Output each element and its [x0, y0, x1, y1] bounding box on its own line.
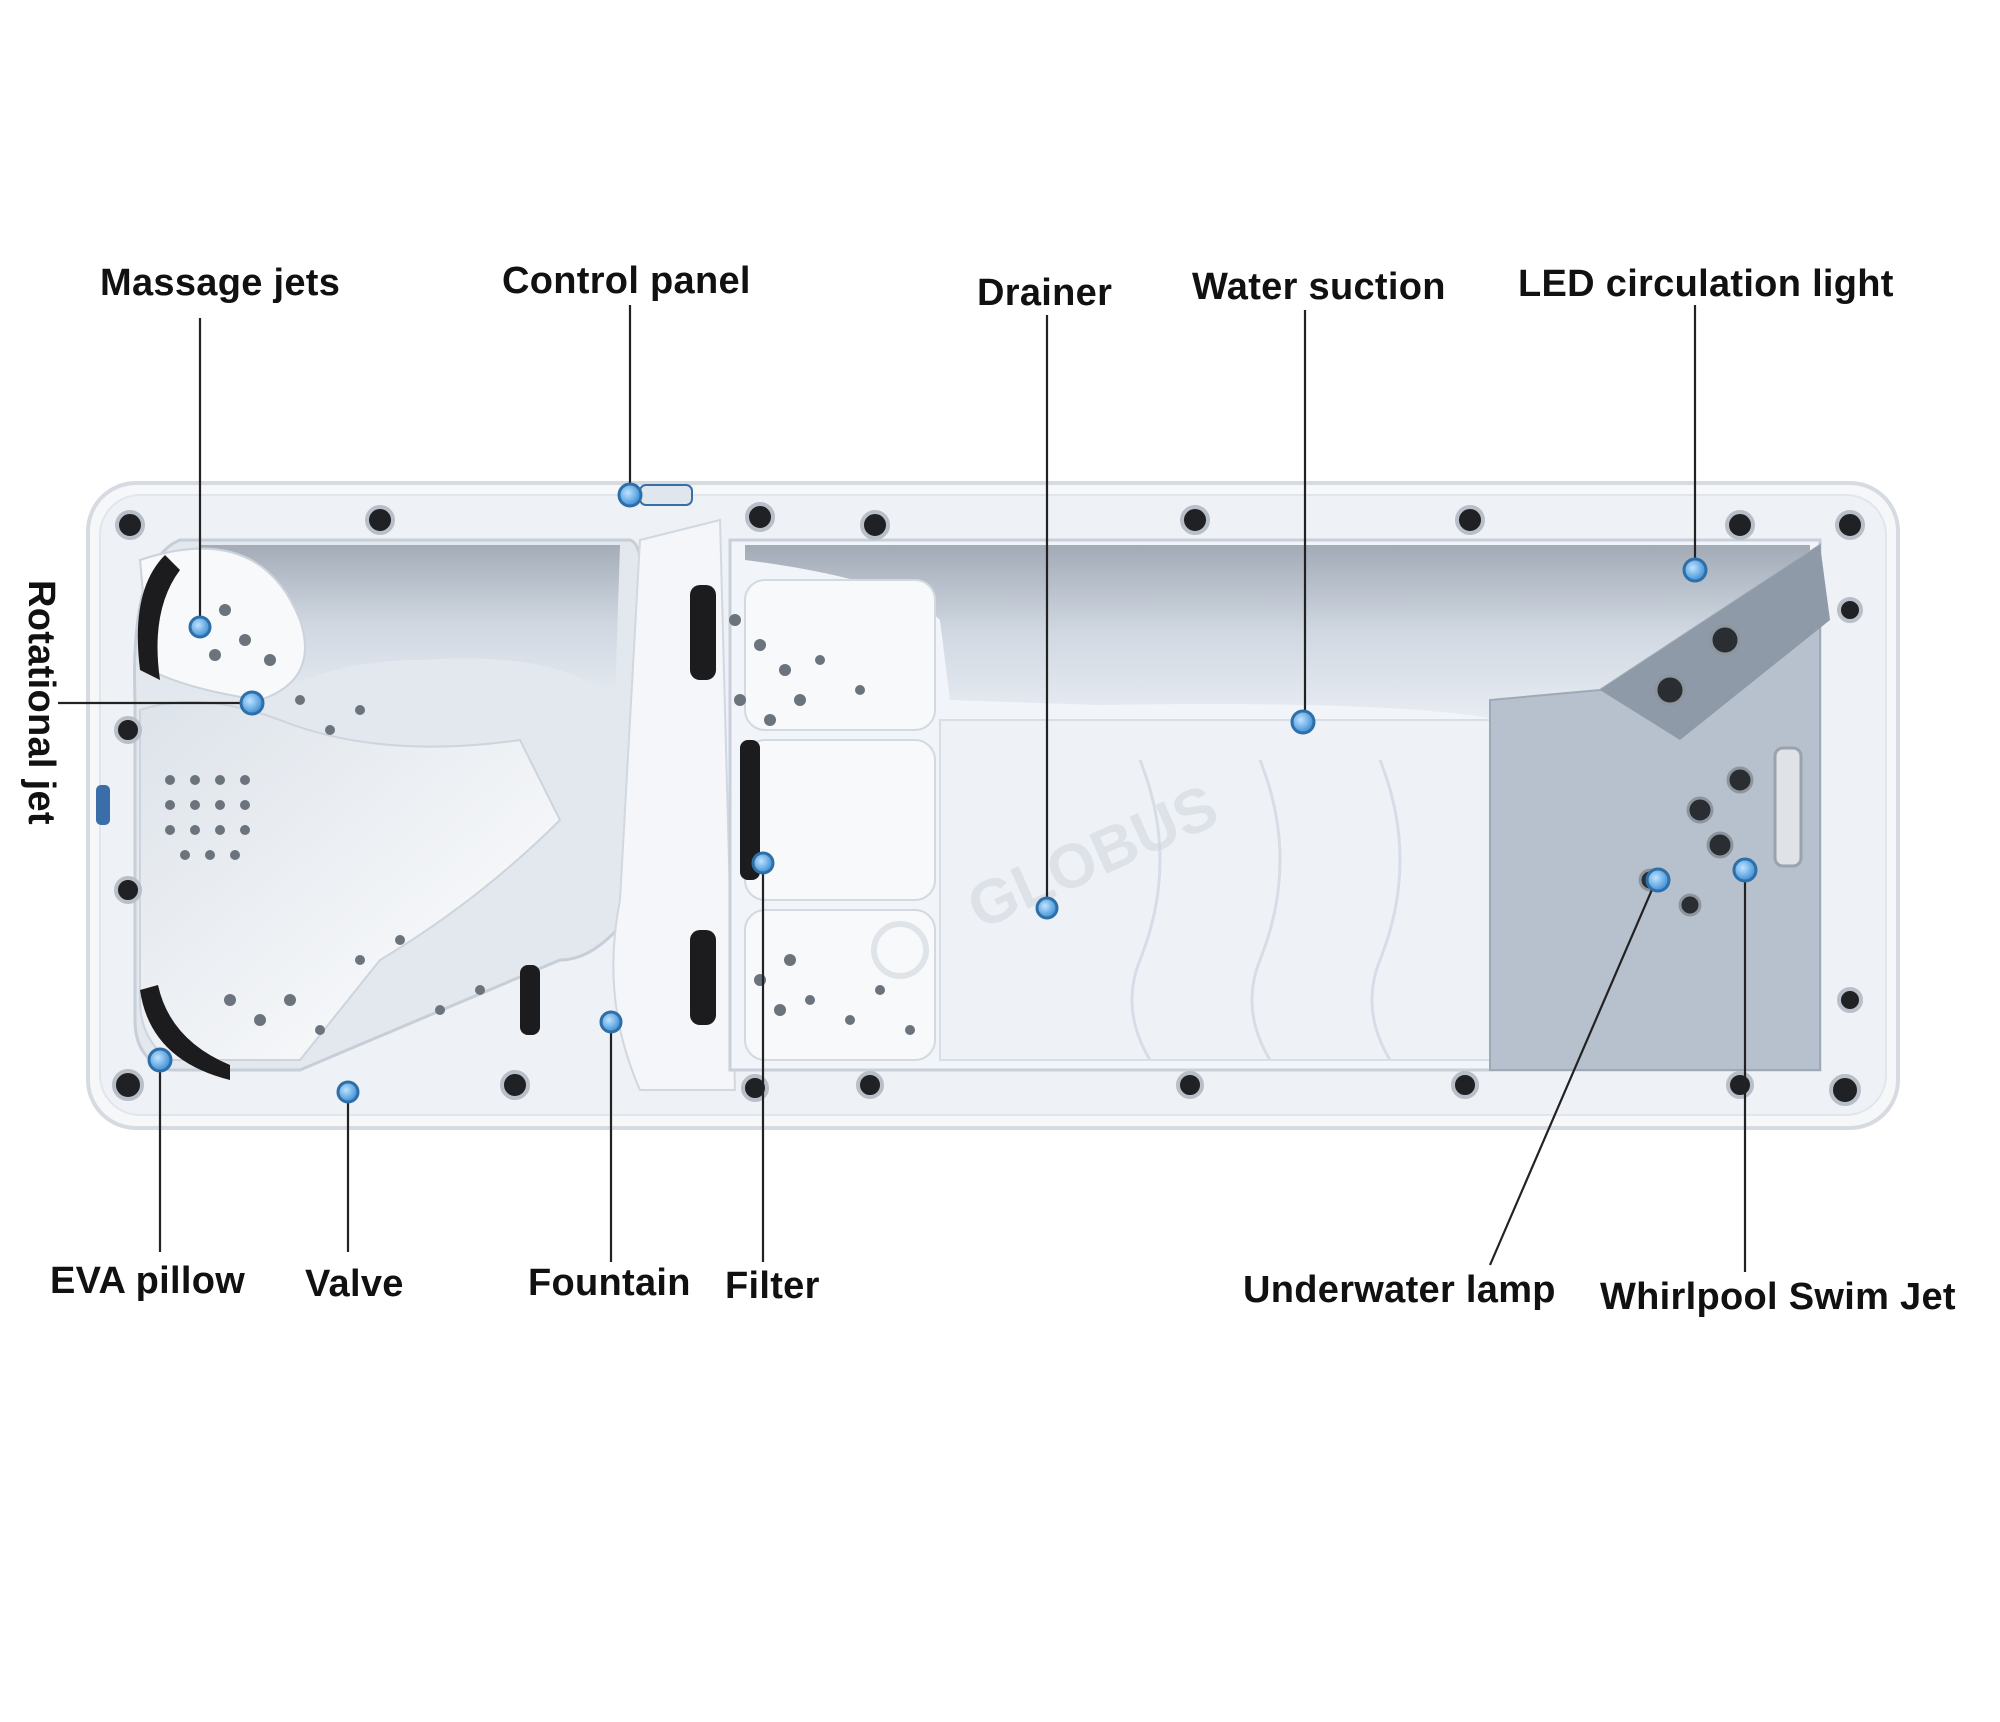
- swim-lane-wave1: [1130, 759, 1162, 1061]
- seat-step-2: [744, 739, 936, 901]
- label-water-suction: Water suction: [1192, 266, 1446, 308]
- label-whirlpool: Whirlpool Swim Jet: [1600, 1276, 1956, 1318]
- leader-lines: [58, 305, 1747, 1272]
- eva-pillow-top: [137, 555, 180, 680]
- seat-step-3: [744, 909, 936, 1061]
- label-fountain: Fountain: [528, 1262, 691, 1304]
- label-control-panel: Control panel: [502, 260, 751, 302]
- eva-pillow-lane-1: [690, 585, 716, 680]
- marker-eva-pillow: [147, 1047, 173, 1073]
- swim-jets: [1638, 624, 1754, 917]
- swim-lane-wave2: [1250, 759, 1282, 1061]
- marker-drainer: [1035, 896, 1059, 920]
- cup-holders: [112, 502, 1865, 1106]
- marker-filter: [751, 851, 775, 875]
- label-underwater-lamp: Underwater lamp: [1243, 1269, 1556, 1311]
- swim-lane-wave3: [1370, 759, 1402, 1061]
- eva-pillow-bottom: [140, 985, 230, 1080]
- marker-underwater-lamp: [1645, 867, 1671, 893]
- marker-whirlpool: [1732, 857, 1758, 883]
- callout-markers: [147, 482, 1758, 1104]
- label-filter: Filter: [725, 1265, 820, 1307]
- label-eva-pillow: EVA pillow: [50, 1260, 246, 1302]
- swim-lane-backwall: [745, 545, 1810, 720]
- control-panel-strip: [639, 484, 693, 506]
- label-valve: Valve: [305, 1263, 404, 1305]
- left-lounger: [138, 547, 306, 702]
- grab-rail: [1773, 746, 1803, 868]
- label-massage-jets: Massage jets: [100, 262, 341, 304]
- label-led-light: LED circulation light: [1518, 263, 1894, 305]
- marker-water-suction: [1290, 709, 1316, 735]
- marker-led: [1682, 557, 1708, 583]
- side-panel-left: [96, 785, 110, 825]
- marker-control-panel: [617, 482, 643, 508]
- marker-massage-jets: [188, 615, 212, 639]
- watermark-logo: [871, 921, 929, 979]
- leader-underwater-lamp: [1488, 877, 1659, 1266]
- marker-valve: [336, 1080, 360, 1104]
- seat-step-1: [744, 579, 936, 731]
- eva-pillow-lane-2: [740, 740, 760, 880]
- label-drainer: Drainer: [977, 272, 1113, 314]
- marker-rotational-jet: [239, 690, 265, 716]
- label-rotational-jet: Rotational jet: [20, 580, 62, 825]
- eva-pillow-lane-4: [520, 965, 540, 1035]
- jet-cluster-left: [165, 604, 485, 1035]
- left-tub-back: [200, 545, 620, 700]
- marker-fountain: [599, 1010, 623, 1034]
- eva-pillow-lane-3: [690, 930, 716, 1025]
